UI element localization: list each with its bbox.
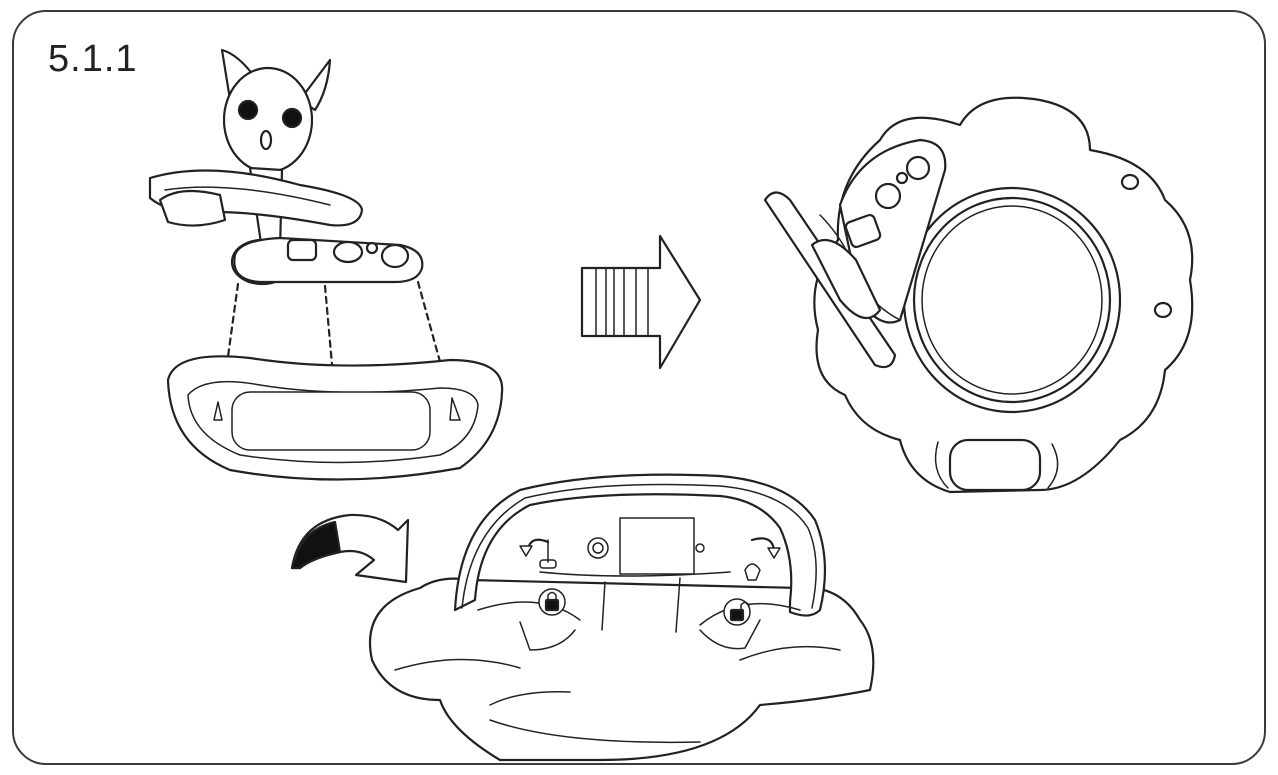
right-arrow-icon	[580, 234, 702, 370]
step-label: 5.1.1	[48, 38, 138, 80]
curved-arrow-icon	[290, 513, 410, 584]
lock-icon	[538, 588, 566, 616]
rotate-right-icon	[750, 537, 781, 559]
rotate-left-icon	[519, 538, 550, 557]
tray-underside-view	[368, 473, 875, 762]
owl-toy-tray	[148, 48, 504, 481]
unlock-icon	[723, 598, 751, 626]
walker-top-view	[763, 96, 1194, 494]
